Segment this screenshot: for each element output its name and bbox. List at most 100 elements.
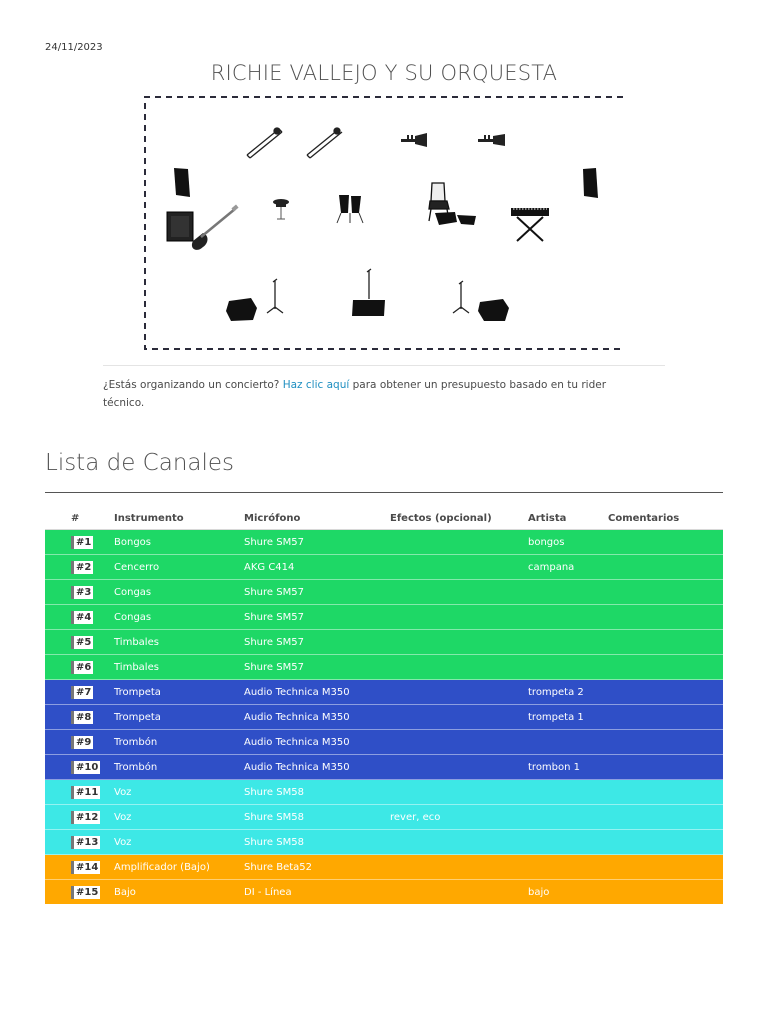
channel-number-badge: #4 (71, 610, 94, 624)
col-header-number: # (45, 507, 114, 530)
bass-guitar-icon (191, 204, 239, 250)
channel-comments (608, 754, 723, 780)
stage-plot (143, 95, 625, 351)
channel-number-badge: #15 (71, 885, 101, 899)
channel-effects (390, 779, 528, 805)
channel-instrument: Congas (114, 604, 244, 630)
mic-stand-icon (366, 268, 372, 299)
table-header-row: # Instrumento Micrófono Efectos (opciona… (45, 507, 723, 530)
floor-monitor-icon (352, 300, 385, 316)
channel-comments (608, 629, 723, 655)
channel-effects (390, 529, 528, 555)
channel-microphone: Shure Beta52 (244, 854, 390, 880)
channel-number-badge: #3 (71, 585, 94, 599)
channel-artist (528, 829, 608, 855)
channel-artist (528, 854, 608, 880)
channel-artist (528, 629, 608, 655)
floor-monitor-icon (478, 299, 509, 321)
channel-effects (390, 729, 528, 755)
keyboard-icon (511, 208, 549, 242)
mic-stand-icon (266, 278, 284, 314)
channel-number: #1 (45, 529, 114, 555)
channel-number: #10 (45, 754, 114, 780)
channel-comments (608, 879, 723, 904)
channel-comments (608, 804, 723, 830)
channel-number: #8 (45, 704, 114, 730)
col-header-instrument: Instrumento (114, 507, 244, 530)
channel-instrument: Trombón (114, 729, 244, 755)
channel-microphone: Shure SM58 (244, 779, 390, 805)
channel-number: #14 (45, 854, 114, 880)
channel-microphone: Shure SM57 (244, 629, 390, 655)
channel-artist (528, 729, 608, 755)
channel-number-badge: #5 (71, 635, 94, 649)
channel-microphone: Audio Technica M350 (244, 704, 390, 730)
monitor-speaker-icon (174, 168, 190, 197)
channel-number: #7 (45, 679, 114, 705)
trumpet-icon (478, 134, 505, 146)
channel-number: #3 (45, 579, 114, 605)
channel-microphone: Shure SM57 (244, 579, 390, 605)
channel-artist: trompeta 2 (528, 679, 608, 705)
channel-number-badge: #10 (71, 760, 101, 774)
divider (103, 365, 665, 366)
channel-artist: campana (528, 554, 608, 580)
trombone-icon (306, 127, 343, 159)
document-date: 24/11/2023 (45, 42, 103, 53)
section-divider (45, 492, 723, 493)
channel-instrument: Congas (114, 579, 244, 605)
channel-instrument: Voz (114, 779, 244, 805)
channel-number-badge: #1 (71, 535, 94, 549)
channel-artist: bajo (528, 879, 608, 904)
channel-artist (528, 779, 608, 805)
channel-instrument: Trompeta (114, 704, 244, 730)
channel-number-badge: #11 (71, 785, 101, 799)
channel-comments (608, 779, 723, 805)
floor-monitor-icon (226, 298, 257, 321)
channel-number: #13 (45, 829, 114, 855)
channel-artist (528, 579, 608, 605)
channel-microphone: Audio Technica M350 (244, 679, 390, 705)
note-text-before: ¿Estás organizando un concierto? (103, 379, 283, 391)
channel-comments (608, 829, 723, 855)
channel-comments (608, 854, 723, 880)
channel-microphone: Audio Technica M350 (244, 754, 390, 780)
channel-effects (390, 629, 528, 655)
channel-comments (608, 729, 723, 755)
channel-artist (528, 804, 608, 830)
channel-number: #6 (45, 654, 114, 680)
channel-instrument: Trombón (114, 754, 244, 780)
channel-comments (608, 704, 723, 730)
channel-number-badge: #9 (71, 735, 94, 749)
monitor-speaker-icon (583, 168, 598, 198)
channel-microphone: Shure SM57 (244, 604, 390, 630)
channel-artist: trombon 1 (528, 754, 608, 780)
channel-effects (390, 879, 528, 904)
mic-stand-icon (452, 280, 470, 314)
budget-link[interactable]: Haz clic aquí (282, 379, 350, 391)
channel-instrument: Timbales (114, 654, 244, 680)
channel-number: #5 (45, 629, 114, 655)
channel-number-badge: #6 (71, 660, 94, 674)
channel-artist (528, 604, 608, 630)
channel-effects (390, 854, 528, 880)
timbales-icon (273, 199, 289, 220)
channel-effects (390, 579, 528, 605)
channel-artist (528, 654, 608, 680)
channel-effects (390, 654, 528, 680)
channel-number-badge: #8 (71, 710, 94, 724)
channel-microphone: Shure SM57 (244, 529, 390, 555)
channel-comments (608, 604, 723, 630)
channel-microphone: Shure SM58 (244, 804, 390, 830)
channel-number: #4 (45, 604, 114, 630)
channel-effects (390, 704, 528, 730)
channel-number-badge: #7 (71, 685, 94, 699)
